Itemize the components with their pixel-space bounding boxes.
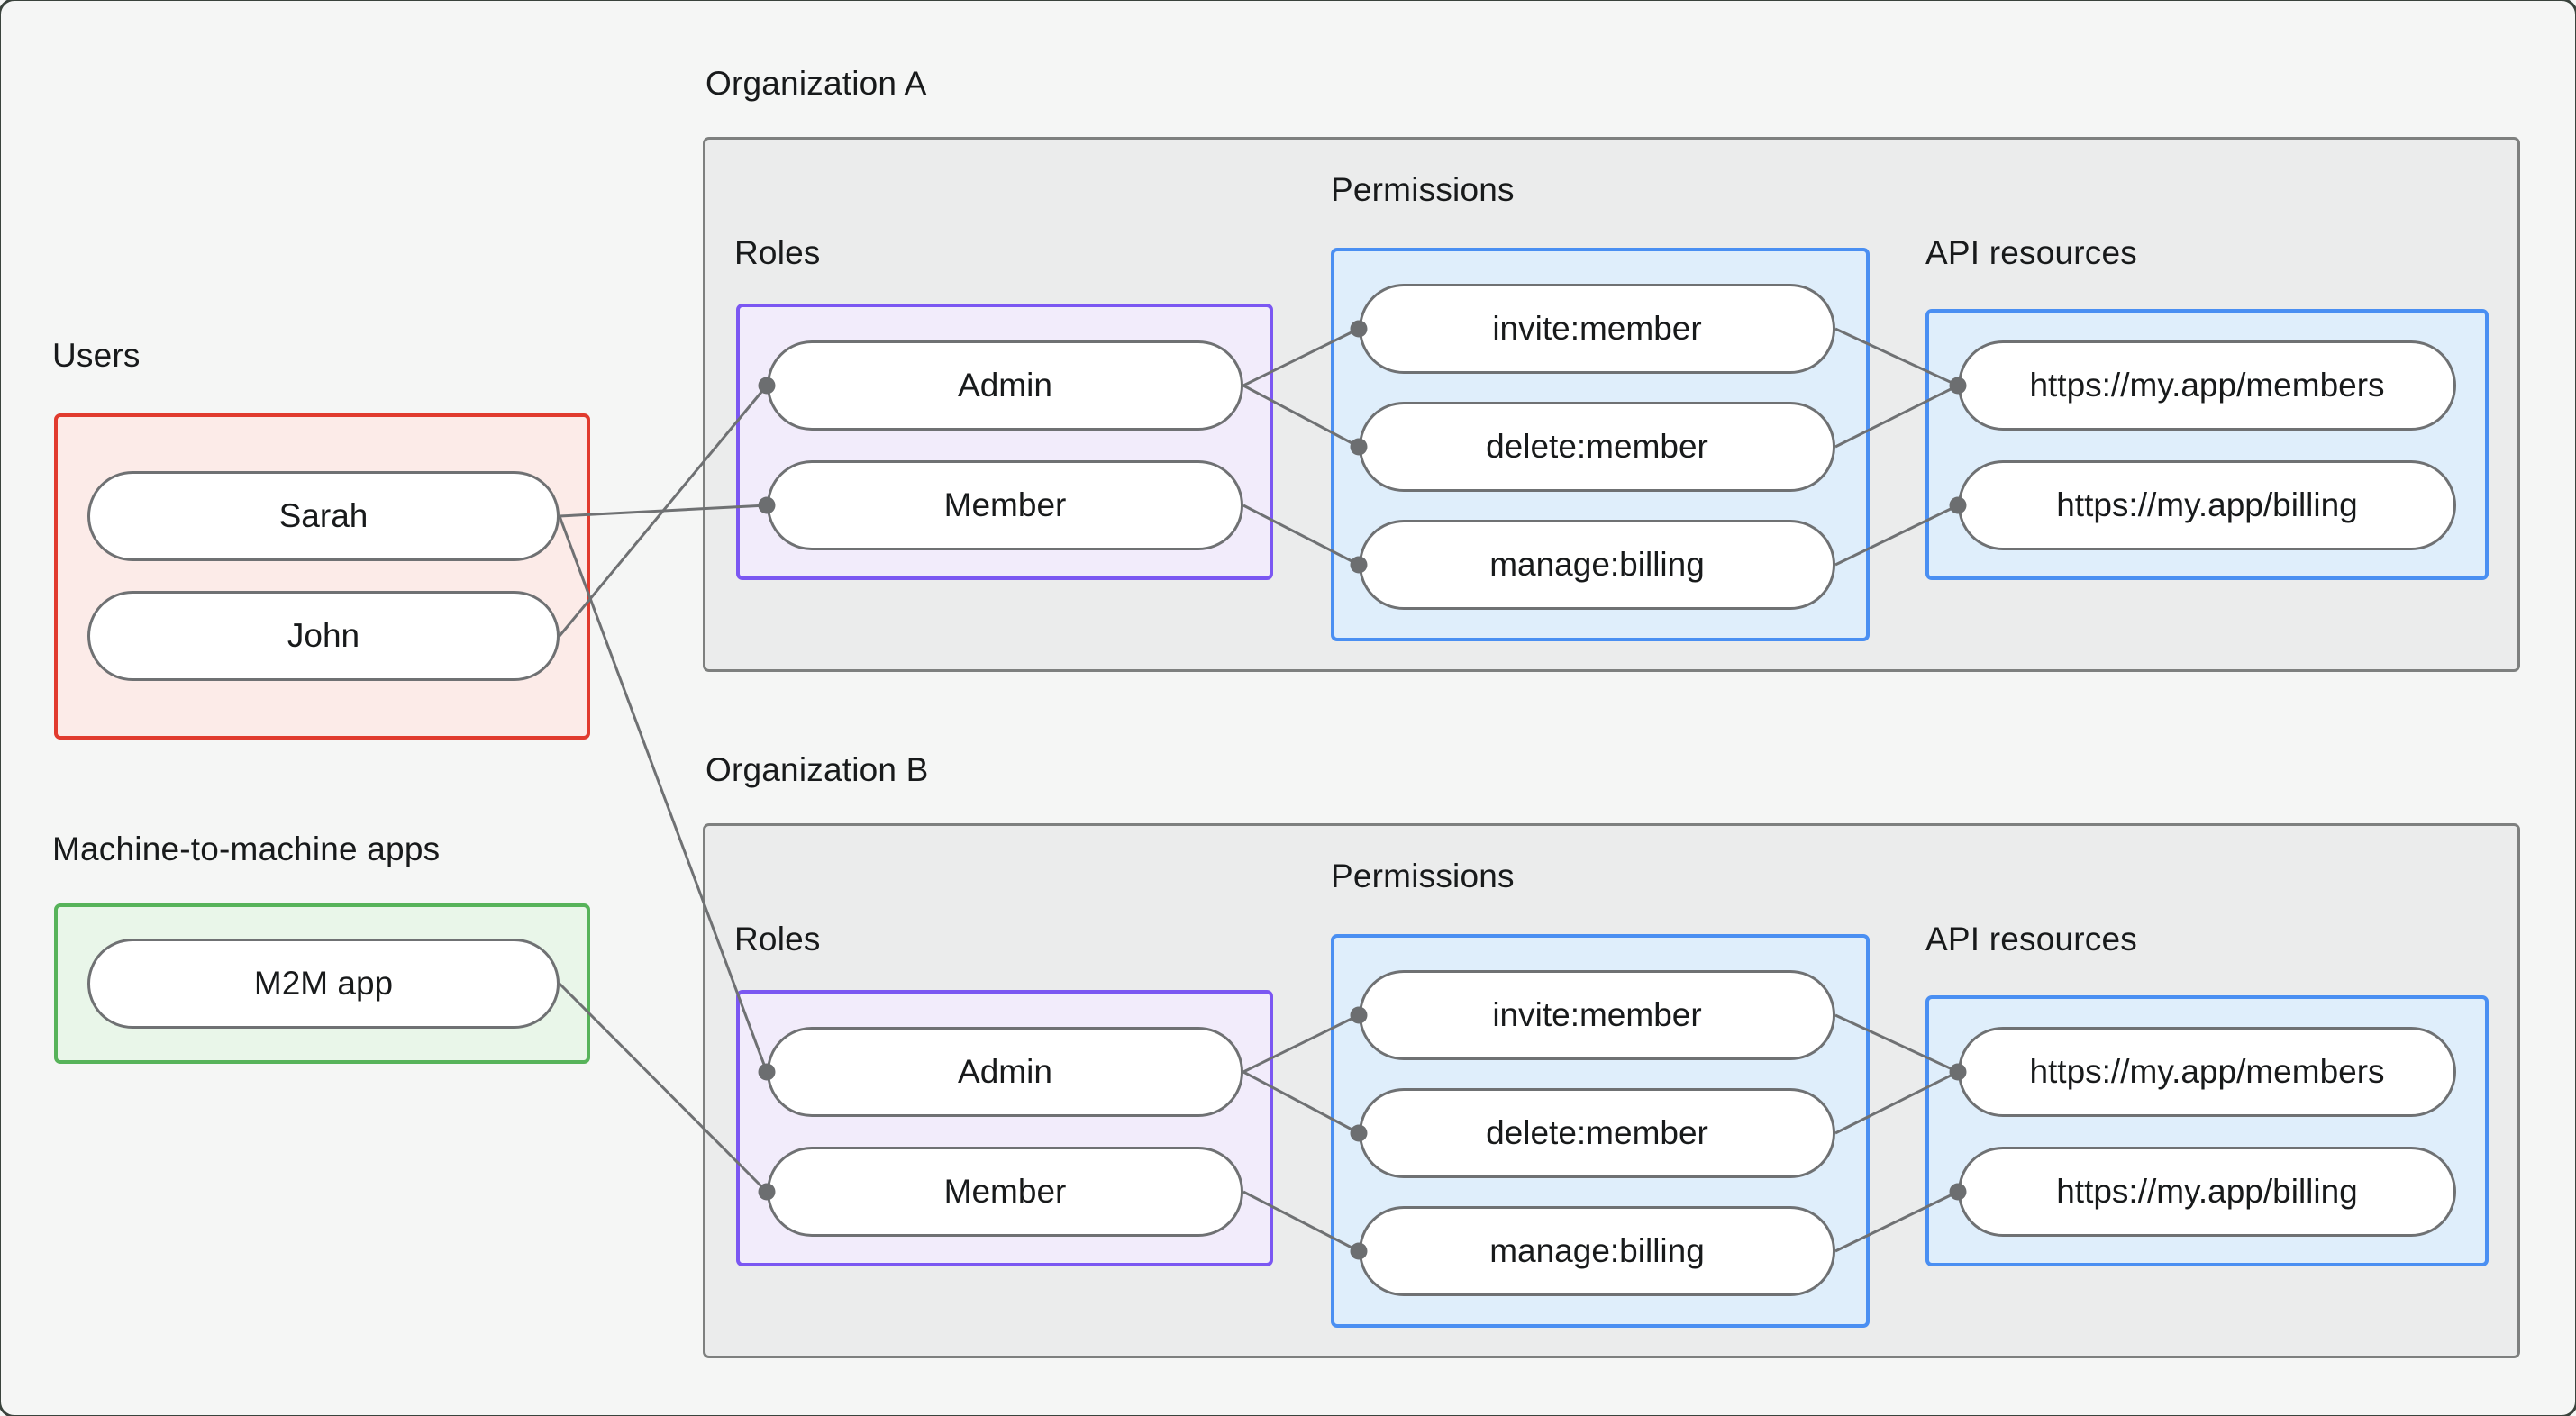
node-org-a-permission-invite-member: invite:member <box>1359 284 1835 374</box>
node-org-b-permission-delete-member: delete:member <box>1359 1088 1835 1178</box>
node-org-b-api-members: https://my.app/members <box>1958 1027 2456 1117</box>
node-user-john: John <box>87 591 560 681</box>
node-user-sarah: Sarah <box>87 471 560 561</box>
node-org-b-permission-invite-member: invite:member <box>1359 970 1835 1060</box>
node-org-b-role-member: Member <box>767 1147 1243 1237</box>
node-org-a-permission-delete-member: delete:member <box>1359 402 1835 492</box>
org-b-title: Organization B <box>705 751 929 788</box>
org-a-title: Organization A <box>705 65 927 102</box>
node-org-a-role-admin: Admin <box>767 340 1243 431</box>
node-org-b-api-billing: https://my.app/billing <box>1958 1147 2456 1237</box>
node-org-a-api-members: https://my.app/members <box>1958 340 2456 431</box>
users-group-box <box>54 413 590 740</box>
node-org-b-role-admin: Admin <box>767 1027 1243 1117</box>
org-a-permissions-label: Permissions <box>1331 171 1515 208</box>
node-org-a-role-member: Member <box>767 460 1243 550</box>
users-group-label: Users <box>52 337 141 374</box>
org-b-api-resources-label: API resources <box>1925 921 2137 958</box>
node-m2m-app: M2M app <box>87 939 560 1029</box>
org-a-api-resources-label: API resources <box>1925 234 2137 271</box>
node-org-b-permission-manage-billing: manage:billing <box>1359 1206 1835 1296</box>
m2m-group-label: Machine-to-machine apps <box>52 831 441 867</box>
org-b-roles-label: Roles <box>734 921 821 958</box>
node-org-a-api-billing: https://my.app/billing <box>1958 460 2456 550</box>
org-b-permissions-label: Permissions <box>1331 858 1515 894</box>
node-org-a-permission-manage-billing: manage:billing <box>1359 520 1835 610</box>
org-a-roles-label: Roles <box>734 234 821 271</box>
